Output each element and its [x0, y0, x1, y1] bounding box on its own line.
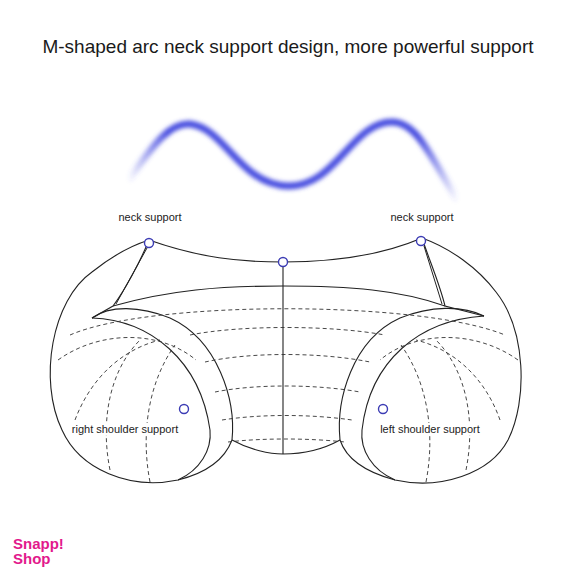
m-arc [128, 122, 458, 200]
part-label: left shoulder support [378, 423, 482, 435]
leader-lines [116, 246, 442, 304]
watermark-logo: Snapp! Shop [13, 536, 65, 566]
marker-dots [145, 237, 426, 414]
part-label: neck support [117, 211, 184, 223]
part-label: neck support [389, 211, 456, 223]
seam-lines [58, 309, 518, 482]
part-label: right shoulder support [70, 423, 180, 435]
title: M-shaped arc neck support design, more p… [42, 36, 533, 58]
pillow-outline [50, 238, 521, 483]
